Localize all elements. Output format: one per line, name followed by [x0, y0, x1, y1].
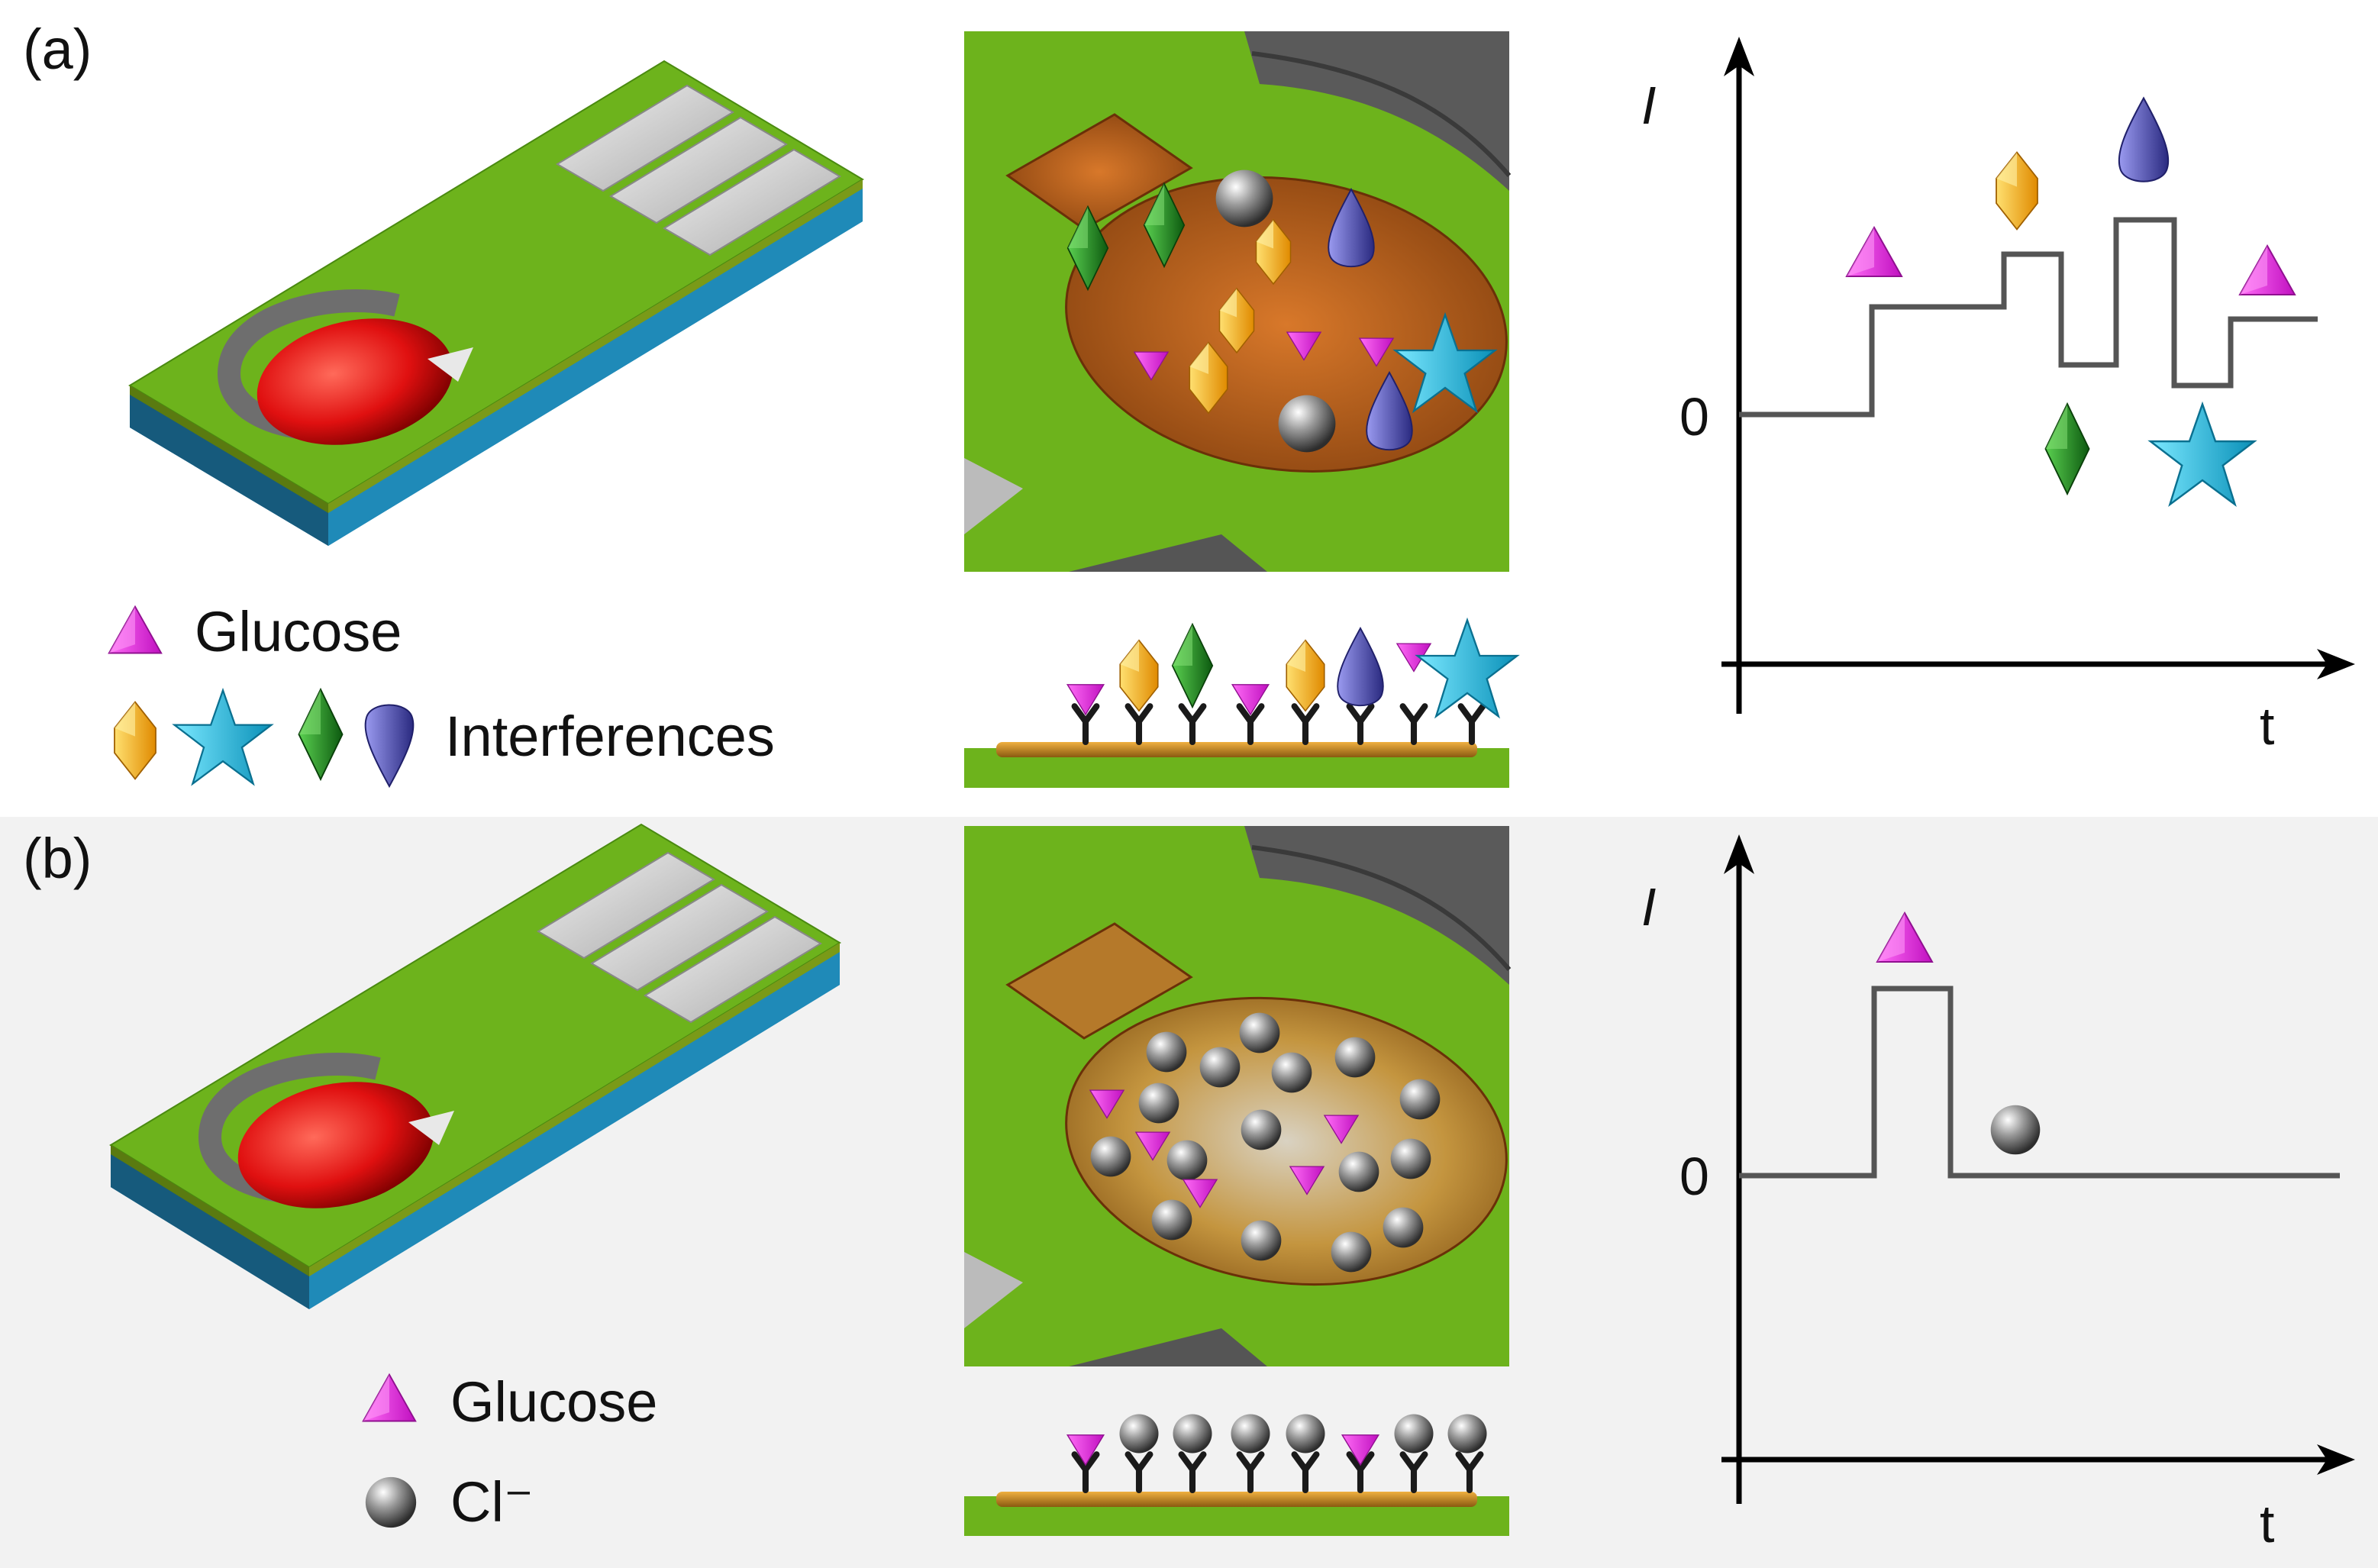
blue-drop-icon: [364, 704, 415, 788]
green-diamond-icon: [298, 688, 344, 781]
legend-a: Glucose Interferences: [108, 600, 775, 788]
contact-pad: [663, 148, 841, 256]
current-trace: [1739, 217, 2318, 418]
cross-section-b: [964, 1414, 1509, 1536]
x-axis-label: t: [2260, 1494, 2274, 1553]
legend-b: Glucose Cl⁻: [362, 1370, 657, 1534]
zero-label: 0: [1679, 387, 1709, 447]
zero-label: 0: [1679, 1147, 1709, 1206]
chloride-sphere-icon: [365, 1476, 417, 1528]
green-diamond-icon: [2044, 402, 2090, 495]
panel-b-label: (b): [23, 827, 92, 890]
legend-a-interferences-label: Interferences: [445, 705, 775, 768]
cross-section-a: [964, 619, 1518, 788]
electrode-zoom-b: [964, 826, 1512, 1366]
glucose-icon: [108, 605, 163, 654]
cyan-star-icon: [2149, 403, 2256, 506]
legend-b-glucose-label: Glucose: [450, 1370, 657, 1434]
y-axis-label: I: [1641, 877, 1656, 937]
test-strip-b: [109, 823, 841, 1309]
contact-pad: [609, 116, 788, 224]
glucose-icon: [1846, 227, 1902, 277]
current-trace: [1739, 986, 2340, 1179]
glucose-icon: [2239, 245, 2296, 295]
current-plot-a: I t 0: [1641, 37, 2355, 756]
orange-gem-icon: [1996, 151, 2038, 231]
blue-drop-icon: [2118, 97, 2170, 182]
panel-a-label: (a): [23, 18, 92, 81]
contact-pad: [644, 915, 822, 1024]
orange-gem-icon: [114, 701, 156, 780]
x-axis-label: t: [2260, 696, 2274, 756]
electrode-zoom-a: [964, 31, 1512, 572]
contact-pad: [537, 851, 715, 960]
current-plot-b: I t 0: [1641, 834, 2355, 1553]
chloride-sphere-icon: [1990, 1105, 2041, 1155]
panel-a: (a): [23, 18, 2355, 788]
test-strip-a: [128, 60, 864, 546]
contact-pad: [590, 883, 769, 992]
panel-b: (b): [23, 823, 2355, 1553]
blood-drop: [237, 1082, 434, 1208]
legend-a-glucose-label: Glucose: [195, 600, 402, 663]
y-axis-label: I: [1641, 76, 1656, 135]
contact-pad: [556, 84, 734, 192]
cyan-star-icon: [173, 689, 273, 785]
legend-b-chloride-label: Cl⁻: [450, 1470, 534, 1534]
blood-drop: [257, 318, 453, 445]
